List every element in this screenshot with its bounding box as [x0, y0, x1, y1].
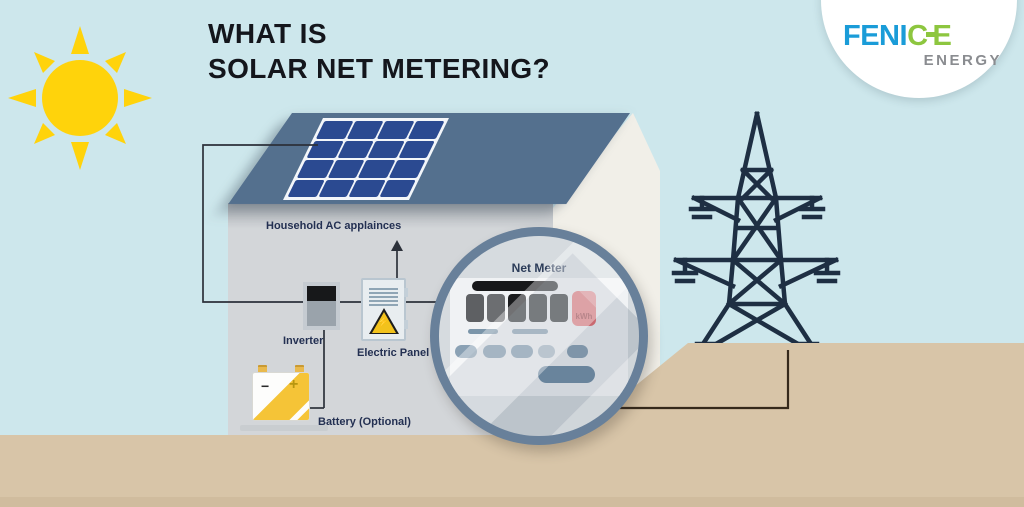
- lightning-icon: ⚡: [377, 317, 390, 328]
- battery-device: − +: [252, 365, 310, 427]
- logo-dash: [925, 32, 935, 37]
- battery-plus-sign: +: [289, 376, 299, 393]
- label-inverter: Inverter: [283, 335, 324, 347]
- display-digit: [487, 294, 505, 322]
- logo-part-blue: FENI: [843, 20, 908, 52]
- wire-tower-to-meter: [604, 350, 790, 410]
- battery-minus-sign: −: [261, 378, 270, 394]
- battery-terminal: [295, 365, 304, 374]
- label-electric-panel: Electric Panel: [357, 347, 430, 359]
- battery-base: [240, 425, 328, 431]
- logo-part-c: C: [907, 20, 928, 52]
- meter-button: [567, 345, 588, 358]
- meter-small-bar: [468, 329, 498, 334]
- sun-icon: [8, 26, 152, 170]
- meter-button: [538, 345, 555, 358]
- logo-subtitle: ENERGY: [923, 52, 1002, 69]
- net-meter: Net Meter kWh: [430, 227, 648, 445]
- display-digit: [529, 294, 547, 322]
- label-household-appliances: Household AC applainces: [266, 220, 402, 232]
- meter-small-bar: [512, 329, 548, 334]
- electric-panel-device: ⚡: [361, 278, 408, 341]
- panel-hinge: [404, 320, 408, 329]
- kwh-badge: kWh: [572, 291, 596, 326]
- meter-button: [511, 345, 533, 358]
- label-battery: Battery (Optional): [318, 416, 411, 428]
- display-digit: [466, 294, 484, 322]
- net-meter-face: Net Meter kWh: [439, 236, 639, 436]
- net-meter-display-panel: kWh: [450, 278, 628, 396]
- warning-triangle-icon: ⚡: [368, 308, 399, 334]
- meter-button: [483, 345, 506, 358]
- display-digit: [550, 294, 568, 322]
- battery-terminal: [258, 365, 267, 374]
- meter-large-button: [538, 366, 595, 383]
- display-top-bar: [472, 281, 558, 291]
- meter-button: [455, 345, 477, 358]
- title-line-2: SOLAR NET METERING?: [208, 53, 551, 84]
- inverter-device: [303, 282, 340, 330]
- panel-hinge: [404, 288, 408, 297]
- display-digit: [508, 294, 526, 322]
- battery-body: − +: [252, 372, 310, 421]
- title-line-1: WHAT IS: [208, 18, 327, 49]
- arrow-to-appliances-head: [391, 240, 403, 251]
- page-title: WHAT IS SOLAR NET METERING?: [208, 16, 550, 86]
- logo-part-e: E: [932, 20, 952, 52]
- inverter-screen: [307, 286, 336, 301]
- net-meter-title: Net Meter: [511, 261, 567, 275]
- ground: [0, 343, 1024, 507]
- wire-solar-to-inverter: [202, 144, 318, 303]
